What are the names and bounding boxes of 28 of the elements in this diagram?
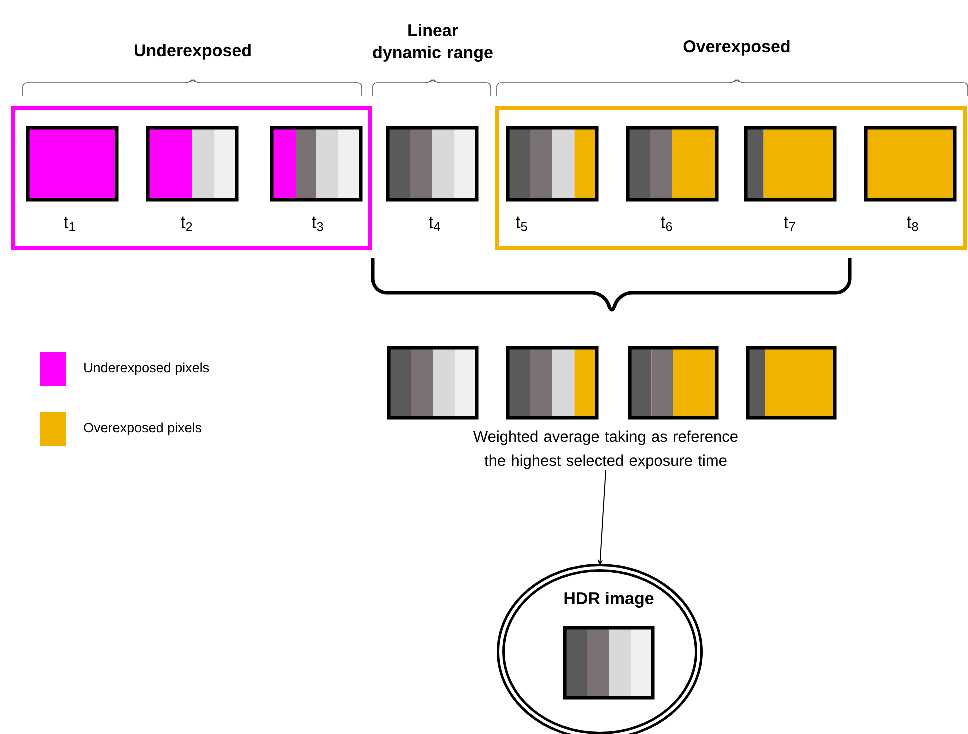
time-label: t$_{8}$ [907, 216, 918, 232]
caption-text: Weighted average taking as reference the highest selected exposure time [474, 430, 738, 470]
group-heading: Linear dynamic range [373, 24, 493, 62]
time-label: t$_{1}$ [64, 216, 76, 232]
image-tile [563, 626, 655, 700]
time-label: t$_{4}$ [429, 216, 440, 232]
image-tile [744, 126, 837, 202]
image-tile [270, 126, 363, 202]
group-heading: Underexposed [134, 44, 251, 60]
image-tile [628, 346, 719, 420]
legend-text: Overexposed pixels [84, 422, 202, 436]
group-heading: Overexposed [684, 40, 790, 56]
time-label: t$_{2}$ [181, 216, 192, 232]
image-tile [146, 126, 239, 202]
image-tile [746, 346, 837, 420]
hdr-heading: HDR image [564, 592, 654, 608]
image-tile [26, 126, 119, 202]
image-tile [864, 126, 957, 202]
legend-text: Underexposed pixels [84, 362, 210, 376]
time-label: t$_{7}$ [784, 216, 796, 232]
time-label: t$_{6}$ [661, 216, 672, 232]
image-tile [626, 126, 719, 202]
image-tile [506, 346, 599, 420]
time-label: t$_{3}$ [312, 216, 324, 232]
time-label: t$_{5}$ [516, 216, 528, 232]
image-tile [506, 126, 599, 202]
image-tile [386, 126, 479, 202]
image-tile [387, 346, 479, 420]
